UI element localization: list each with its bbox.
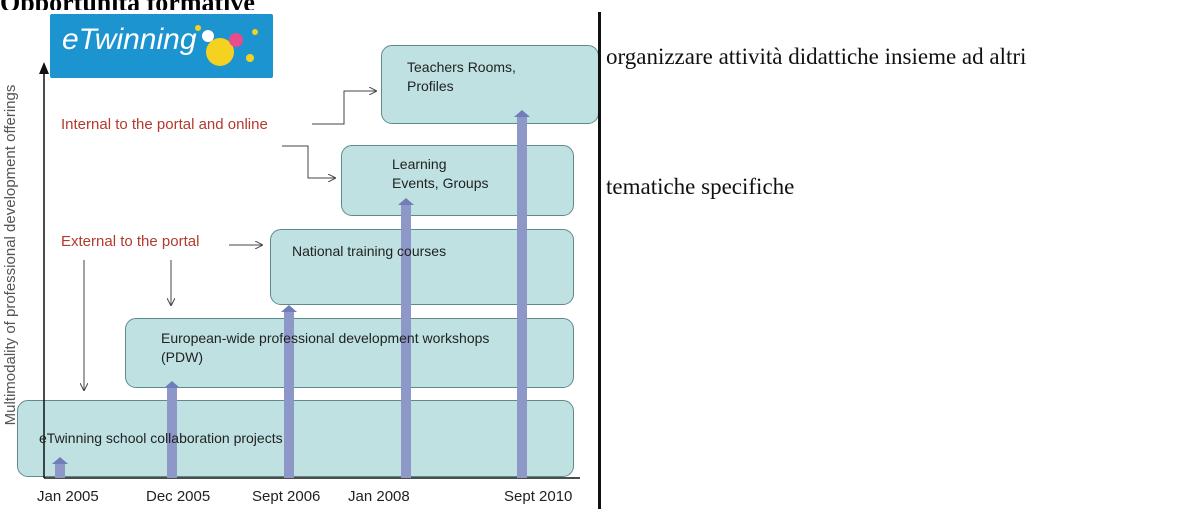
vertical-divider xyxy=(598,12,601,509)
tick-sept-2010: Sept 2010 xyxy=(504,488,573,505)
external-label: External to the portal xyxy=(61,233,200,250)
y-axis-label: Multimodality of professional developmen… xyxy=(2,84,19,426)
label-school-projects: eTwinning school collaboration projects xyxy=(39,430,283,446)
label-learning-events: Learning Events, Groups xyxy=(392,156,489,191)
diagram-arrows xyxy=(39,62,580,479)
box-pdw xyxy=(125,318,574,388)
connector-arrows xyxy=(84,91,376,390)
box-school-projects xyxy=(17,400,574,477)
box-teachers-rooms xyxy=(381,45,599,124)
tick-sept-2006: Sept 2006 xyxy=(252,488,321,505)
box-learning-events xyxy=(341,145,574,216)
side-text-line-1: organizzare attività didattiche insieme … xyxy=(606,44,1027,69)
label-pdw: European-wide professional development w… xyxy=(161,330,490,365)
tick-jan-2005: Jan 2005 xyxy=(37,488,99,505)
etwinning-diagram: eTwinning xyxy=(2,14,599,505)
tick-dec-2005: Dec 2005 xyxy=(146,488,211,505)
logo-figures-icon xyxy=(195,25,258,66)
page-title: Opportunità formative xyxy=(0,0,270,10)
timeline-arrows xyxy=(52,110,530,478)
tick-jan-2008: Jan 2008 xyxy=(348,488,410,505)
logo-text: eTwinning xyxy=(62,23,197,56)
label-teachers-rooms: Teachers Rooms, Profiles xyxy=(407,59,516,94)
etwinning-logo: eTwinning xyxy=(50,14,273,78)
internal-label: Internal to the portal and online xyxy=(61,116,268,133)
label-national-training: National training courses xyxy=(292,243,447,259)
side-text-line-2: tematiche specifiche xyxy=(606,174,795,199)
